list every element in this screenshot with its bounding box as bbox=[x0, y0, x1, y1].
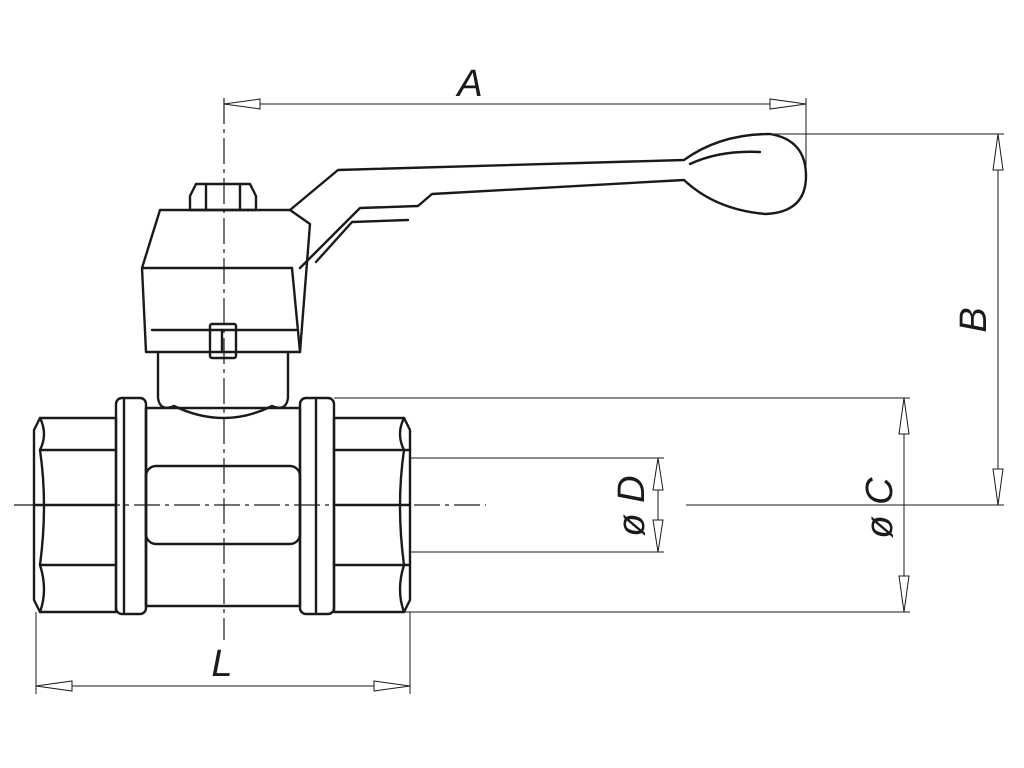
dimension-label-b: B bbox=[953, 307, 995, 332]
center-lines bbox=[14, 98, 744, 640]
central-body bbox=[144, 406, 302, 608]
right-hex-end bbox=[332, 416, 412, 614]
dimension-label-c: ø C bbox=[859, 477, 901, 539]
stop-lug bbox=[208, 322, 238, 360]
valve-body bbox=[32, 350, 412, 616]
dimension-a: A bbox=[223, 63, 807, 110]
dimension-label-l: L bbox=[211, 643, 232, 685]
left-collar bbox=[114, 396, 148, 616]
extension-lines bbox=[35, 98, 1004, 694]
valve-handle bbox=[140, 132, 808, 360]
dimension-c: ø C bbox=[859, 397, 910, 613]
stem-nut bbox=[188, 182, 258, 212]
dimension-l: L bbox=[35, 643, 411, 692]
dimension-b: B bbox=[953, 133, 1004, 506]
left-hex-end bbox=[32, 416, 118, 614]
dimension-label-d: ø D bbox=[611, 475, 653, 536]
dimension-label-a: A bbox=[455, 63, 482, 105]
dimension-d: ø D bbox=[611, 457, 664, 553]
lever-arm bbox=[288, 132, 808, 270]
valve-neck bbox=[156, 350, 290, 420]
